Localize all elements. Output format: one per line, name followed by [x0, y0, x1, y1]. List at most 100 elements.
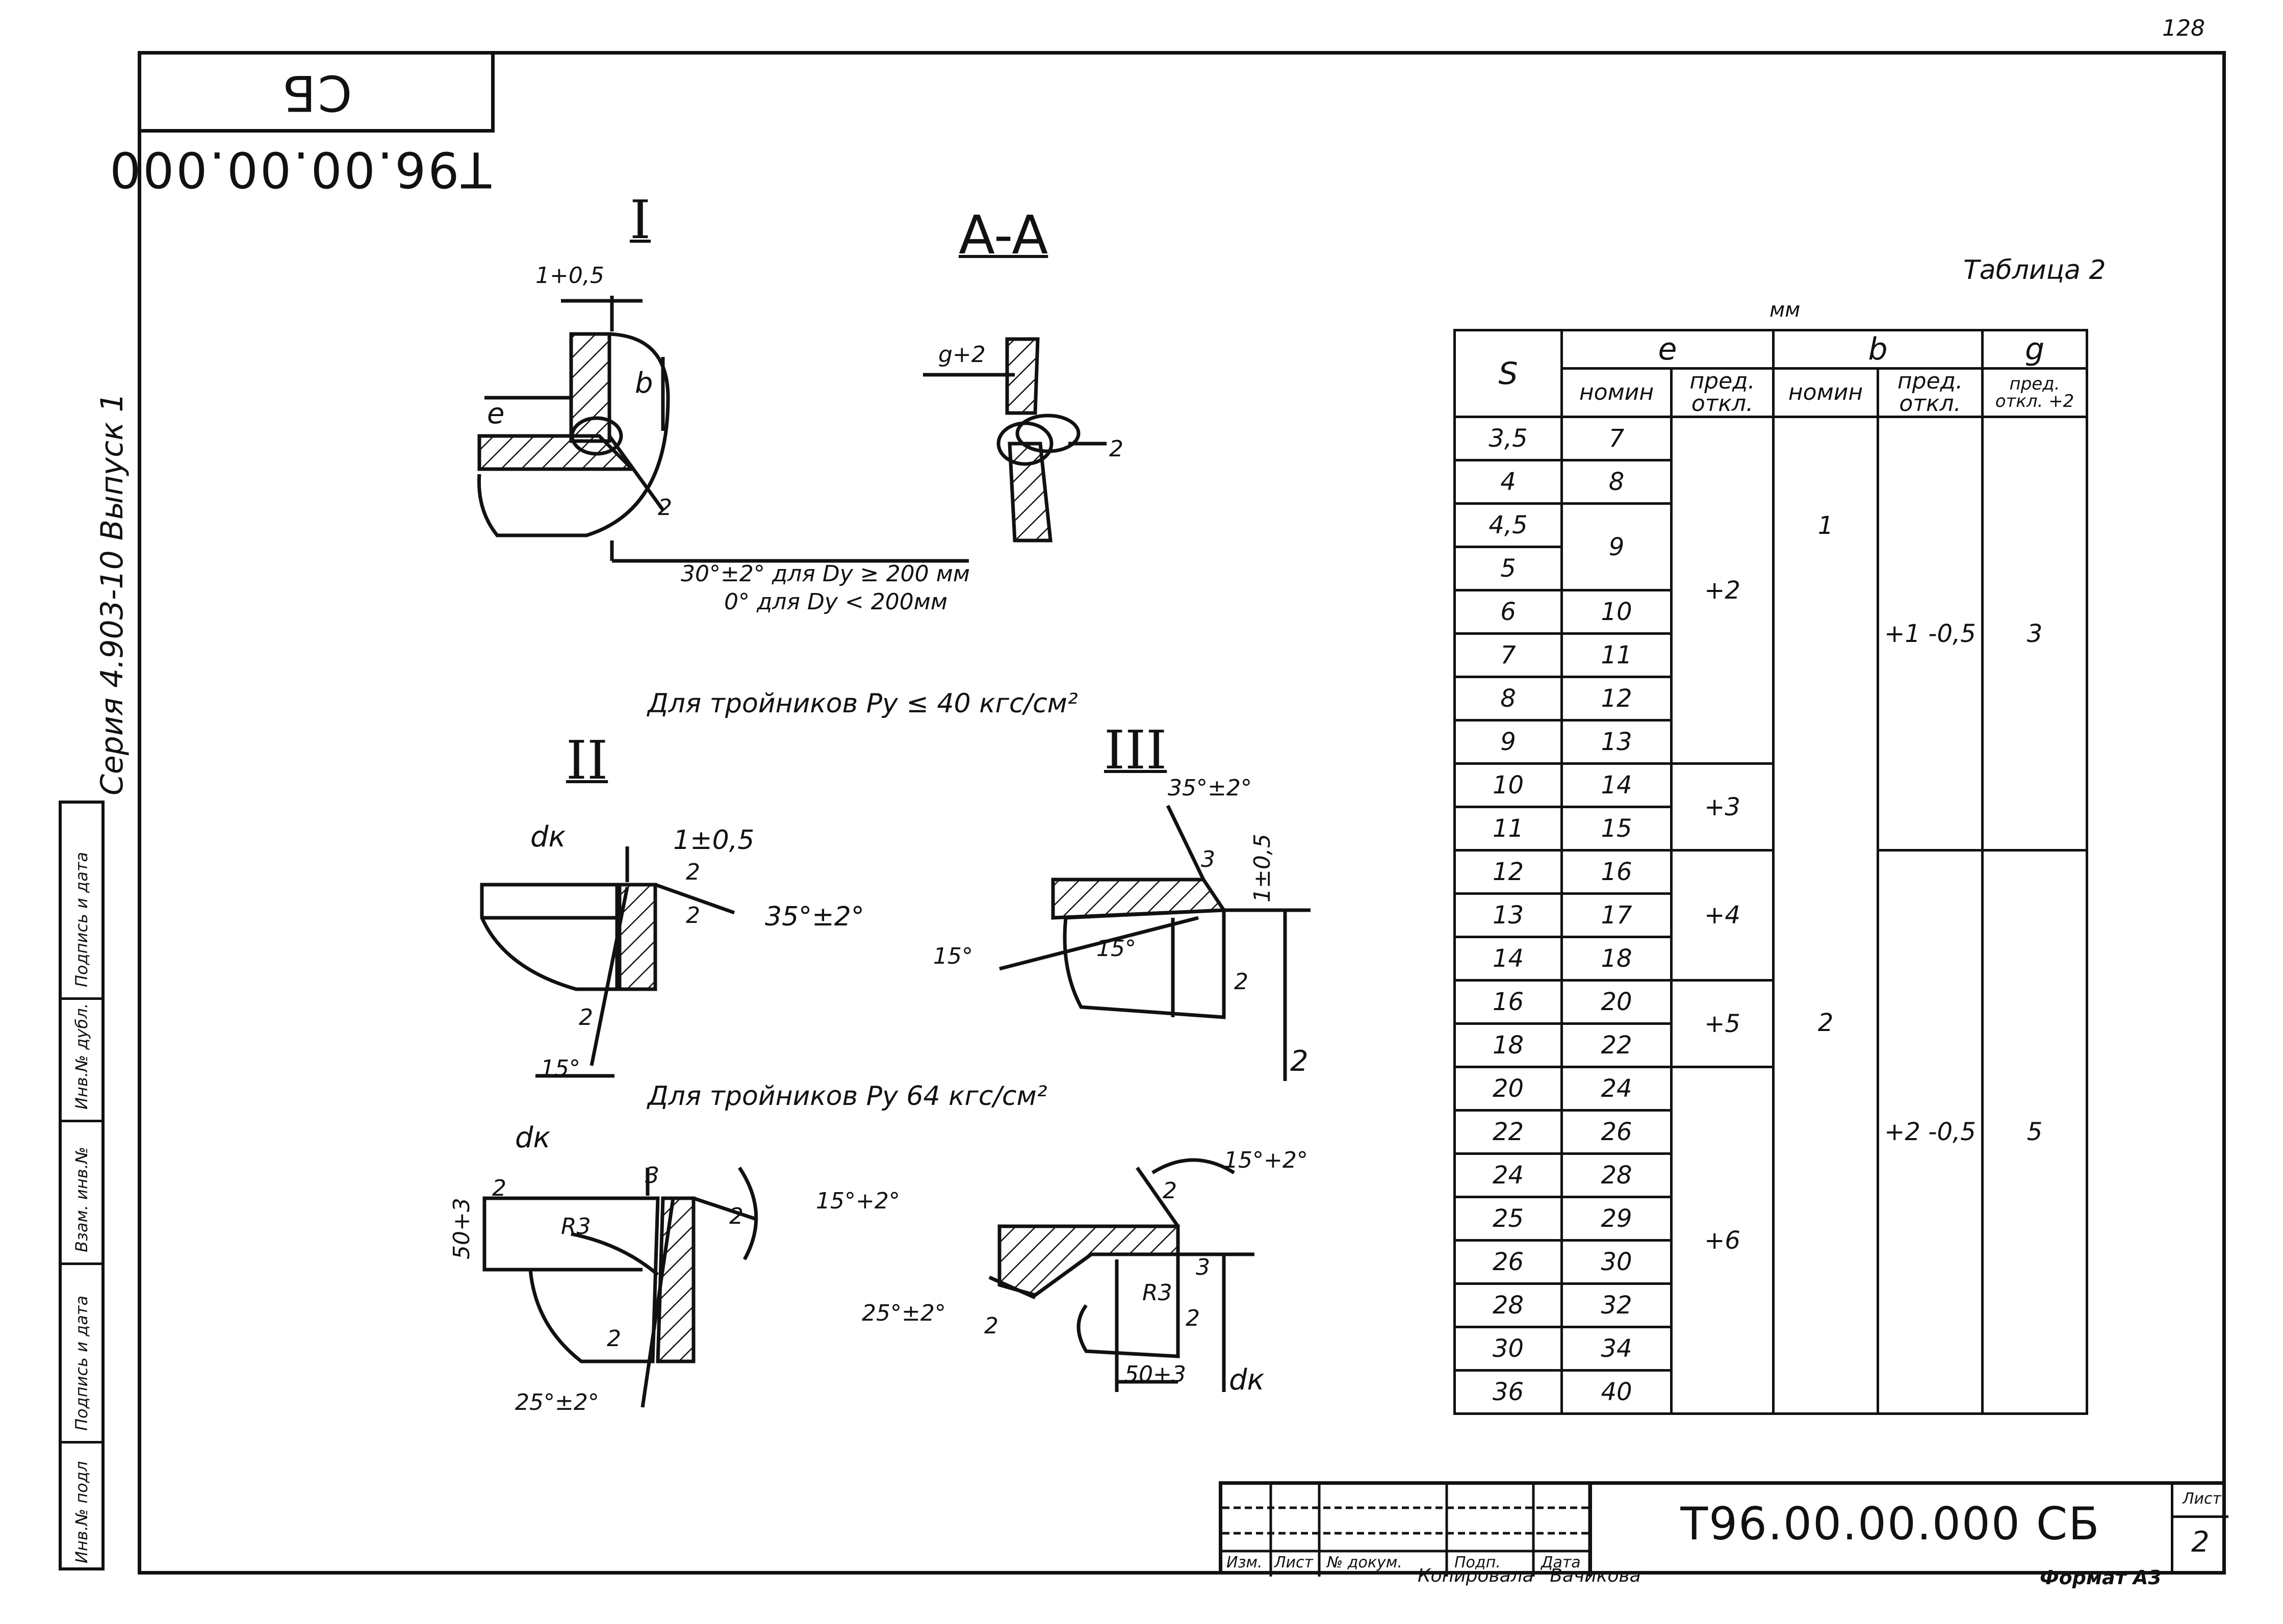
header-g: g	[1981, 329, 2088, 370]
view-AA-drawing	[923, 337, 1107, 543]
view-II-drawing	[480, 846, 735, 1078]
dim-text: 2	[1163, 1178, 1177, 1204]
dim-text: 2	[1290, 1045, 1309, 1078]
tb-col-doc: № докум.	[1327, 1554, 1402, 1571]
header-b-nom: номин	[1772, 367, 1879, 418]
table-row: 5	[1453, 546, 2087, 591]
view-title-AA: A-A	[959, 204, 1048, 266]
dim-text: dк	[530, 820, 566, 854]
drawing-frame	[138, 51, 2226, 1575]
dim-text: 2	[658, 495, 672, 521]
dim-text: 15°+2°	[816, 1188, 900, 1214]
sheet-number: 128	[2162, 15, 2205, 41]
dim-text: 0° для Dу < 200мм	[724, 589, 947, 615]
dim-text: 1±0,5	[673, 825, 754, 856]
dim-text: 2	[984, 1313, 998, 1339]
note-ru-64: Для тройников Ру 64 кгс/см²	[648, 1081, 1047, 1112]
dim-text: 1+0,5	[535, 263, 604, 289]
header-b-tol: пред. откл.	[1877, 367, 1984, 418]
dim-text: 15°	[1096, 936, 1136, 962]
weld-drawings: 1+0,5 e b 2 30°±2° для Dу ≥ 200 мм 0° дл…	[449, 263, 1311, 1415]
format-label: Формат А3	[2040, 1566, 2162, 1589]
view-III-drawing	[999, 805, 1311, 1081]
header-b: b	[1772, 329, 1984, 370]
note-ru-40: Для тройников Ру ≤ 40 кгс/см²	[648, 688, 1078, 719]
dim-text: 2	[686, 859, 700, 885]
tb-col-sign: Подп.	[1454, 1554, 1501, 1571]
header-g-tol: пред. откл. +2	[1981, 367, 2088, 418]
dim-text: 2	[1109, 436, 1123, 462]
dim-text: 35°±2°	[1168, 775, 1252, 801]
tb-sheet-label: Лист	[2183, 1490, 2222, 1508]
spec-table: S e b g номин пред. откл. номин пред. от…	[1453, 329, 2088, 1415]
copied-label: Копировала	[1418, 1565, 1534, 1586]
dim-text: 2	[579, 1004, 593, 1030]
header-e: e	[1560, 329, 1775, 370]
view-IV-drawing	[482, 1167, 758, 1408]
tb-col-list: Лист	[1274, 1554, 1314, 1571]
header-e-nom: номин	[1560, 367, 1673, 418]
dim-text: dк	[1229, 1363, 1265, 1397]
copier-name: Вачикова	[1550, 1565, 1641, 1586]
view-title-III: III	[1104, 719, 1167, 781]
dim-text: 2	[686, 903, 700, 929]
table-unit: мм	[1769, 298, 1801, 322]
view-I-drawing	[477, 296, 969, 563]
table-caption: Таблица 2	[1963, 255, 2106, 286]
tb-sheet-box: Лист 2	[2171, 1485, 2228, 1575]
dim-text: 2	[492, 1175, 506, 1201]
dim-text: b	[635, 367, 653, 400]
dim-text: 30°±2° для Dу ≥ 200 мм	[681, 561, 970, 587]
dim-text: 2	[729, 1203, 743, 1229]
tb-col-date: Дата	[1541, 1554, 1581, 1571]
header-s: S	[1453, 329, 1563, 418]
dim-text: 50+3	[1124, 1361, 1186, 1387]
header-e-tol: пред. откл.	[1670, 367, 1775, 418]
dim-text: 50+3	[449, 1198, 475, 1259]
dim-text: 2	[1186, 1305, 1200, 1331]
dim-text: 3	[645, 1163, 659, 1189]
dim-text: 15°	[541, 1055, 580, 1081]
dim-text: 35°±2°	[765, 901, 864, 932]
view-title-I: I	[630, 189, 651, 251]
title-block-code: T96.00.00.000 СБ	[1680, 1498, 2100, 1550]
dim-text: R3	[561, 1214, 591, 1240]
dim-text: 25°±2°	[862, 1300, 946, 1326]
dim-text: e	[487, 397, 504, 430]
dim-text: 2	[1234, 969, 1248, 995]
tb-divider	[1589, 1485, 1592, 1575]
dim-text: 1±0,5	[1249, 834, 1275, 903]
dim-text: 15°	[933, 943, 973, 969]
copied-by: Копировала Вачикова	[1418, 1565, 1641, 1586]
top-stamp: T96.00.00.000 СБ	[108, 51, 495, 198]
dim-text: 3	[1196, 1254, 1210, 1280]
dim-text: 15°+2°	[1224, 1147, 1308, 1173]
dim-text: 2	[607, 1326, 621, 1352]
dim-text: dк	[515, 1121, 551, 1154]
dim-text: 25°±2°	[515, 1389, 599, 1415]
dim-text: R3	[1142, 1280, 1172, 1306]
tb-col-izm: Изм.	[1226, 1554, 1263, 1571]
view-V-drawing	[988, 1158, 1254, 1392]
dim-text: 3	[1201, 846, 1215, 872]
dim-text: g+2	[938, 342, 986, 368]
